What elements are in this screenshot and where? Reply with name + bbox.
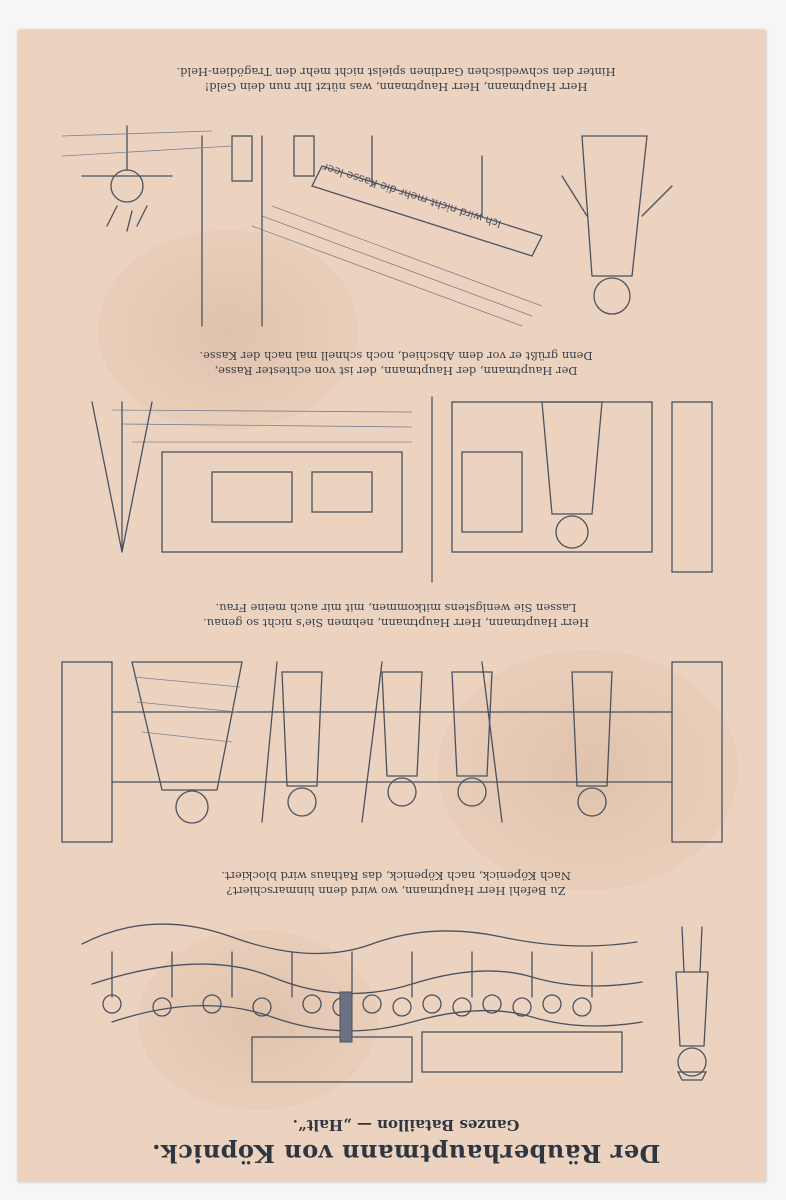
soldier-at-desk [451, 401, 653, 553]
captain-figure [675, 926, 709, 1081]
postcard: Der Räuberhauptmann von Köpnick. Ganzes … [18, 30, 766, 1182]
caption-3-line-1: Der Hauptmann, der Hauptmann, der ist vo… [214, 364, 578, 378]
caption-4: Herr Hauptmann, Herr Hauptmann, was nütz… [76, 64, 716, 94]
soldier-rows [81, 923, 643, 1083]
sign-board: Ich wird nicht mehr die Kasse leer [251, 135, 543, 327]
illustration-battalion [52, 912, 732, 1102]
sign-text: Ich wird nicht mehr die Kasse leer [321, 160, 503, 230]
caption-3-line-2: Denn grüßt er vor dem Abschied, noch sch… [199, 349, 593, 363]
caption-1: Zu Befehl Herr Hauptmann, wo wird denn h… [76, 868, 716, 898]
prisoner-figure [561, 135, 673, 315]
illustration-town-hall [52, 642, 732, 862]
illustration-office [52, 392, 732, 592]
postcard-subtitle: Ganzes Bataillon — „Halt“. [292, 1116, 520, 1134]
postcard-content-upside-down: Der Räuberhauptmann von Köpnick. Ganzes … [18, 30, 766, 1182]
caption-1-line-2: Nach Köpenick, nach Köpenick, das Rathau… [221, 869, 571, 883]
gendarme-figure [61, 125, 233, 232]
caption-3: Der Hauptmann, der Hauptmann, der ist vo… [76, 348, 716, 378]
guard-figures [261, 661, 613, 823]
caption-4-line-1: Herr Hauptmann, Herr Hauptmann, was nütz… [204, 80, 588, 94]
illustration-prison: Ich wird nicht mehr die Kasse leer [52, 116, 732, 336]
caption-1-line-1: Zu Befehl Herr Hauptmann, wo wird denn h… [226, 884, 566, 898]
cell-bars [201, 135, 315, 327]
caption-2-line-1: Herr Hauptmann, Herr Hauptmann, nehmen S… [203, 616, 589, 630]
official-with-coat [131, 661, 243, 824]
caption-2-line-2: Lassen Sie wenigstens mitkommen, mit mir… [215, 601, 577, 615]
caption-4-line-2: Hinter den schwedischen Gardinen spielst… [176, 65, 616, 79]
postcard-title: Der Räuberhauptmann von Köpnick. [151, 1139, 661, 1168]
cash-desk-scene [91, 401, 413, 553]
caption-2: Herr Hauptmann, Herr Hauptmann, nehmen S… [76, 600, 716, 630]
